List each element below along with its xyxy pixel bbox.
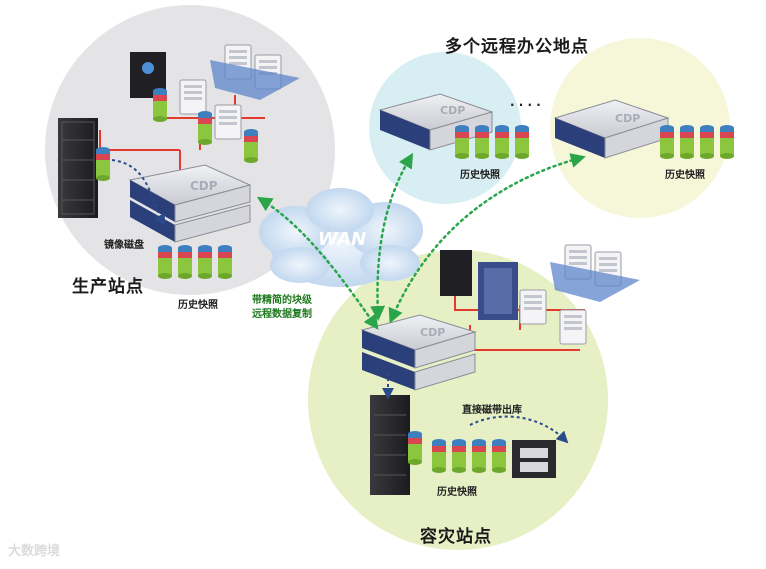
tape-out-arrow <box>469 415 569 444</box>
mirror-disk-label: 镜像磁盘 <box>104 240 144 251</box>
svg-text:CDP: CDP <box>440 104 465 117</box>
remote-office-2-appliance: CDP <box>553 99 670 159</box>
svg-text:CDP: CDP <box>615 112 640 125</box>
svg-text:CDP: CDP <box>190 179 218 193</box>
production-cdp-appliance: CDP <box>128 164 252 243</box>
production-app-servers <box>179 44 300 163</box>
direct-tape-label: 直接磁带出库 <box>462 405 522 416</box>
dr-storage-rack <box>370 395 422 495</box>
svg-text:CDP: CDP <box>420 326 445 339</box>
replication-label-line2: 远程数据复制 <box>252 309 312 320</box>
watermark: 大数跨境 <box>8 544 61 559</box>
remote2-snapshot-label: 历史快照 <box>665 170 705 181</box>
remote-ellipsis: . . . . <box>510 95 541 109</box>
production-site-label: 生产站点 <box>72 277 144 297</box>
dr-snapshot-label: 历史快照 <box>437 487 477 498</box>
dr-site-label: 容灾站点 <box>420 527 492 547</box>
replication-arrows <box>256 152 586 330</box>
remote1-snapshot-label: 历史快照 <box>460 170 500 181</box>
production-unix-server <box>130 52 167 122</box>
tape-library <box>512 440 556 478</box>
mirror-arrow <box>111 159 166 227</box>
wan-label: WAN <box>318 229 367 250</box>
replication-label-line1: 带精简的块级 <box>252 295 312 306</box>
replication-label: 带精简的块级 远程数据复制 <box>252 294 312 322</box>
remote-offices-label: 多个远程办公地点 <box>445 37 589 57</box>
production-storage-rack <box>58 118 110 218</box>
production-snapshot-label: 历史快照 <box>178 300 218 311</box>
